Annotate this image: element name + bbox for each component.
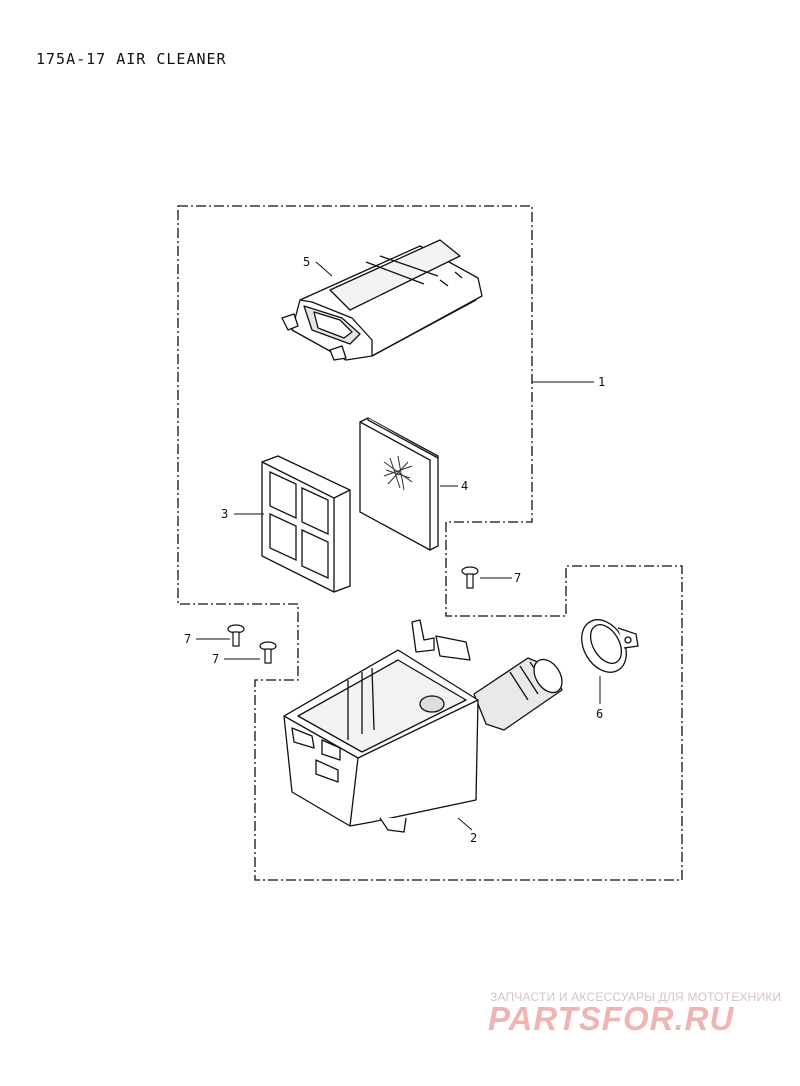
callout-7c: 7 [212,652,219,666]
callout-5: 5 [303,255,310,269]
case-part [283,619,563,833]
bolt-part-c [259,641,277,664]
callout-3: 3 [221,507,228,521]
clamp-part [581,619,639,673]
watermark-tagline: ЗАПЧАСТИ И АКСЕССУАРЫ ДЛЯ МОТОТЕХНИКИ [490,990,782,1004]
callout-7b: 7 [184,632,191,646]
assembly-boundary-upper [177,205,683,881]
leader-line-2 [457,817,473,831]
callout-1: 1 [598,375,605,389]
page-title: 175A-17 AIR CLEANER [36,50,227,68]
filter-sheet-part [359,417,439,551]
callout-6: 6 [596,707,603,721]
callout-4: 4 [461,479,468,493]
bolt-part-a [461,566,479,589]
watermark-brand: PARTSFOR.RU [488,1000,735,1037]
filter-element-part [261,455,351,593]
bolt-part-b [227,624,245,647]
callout-2: 2 [470,831,477,845]
leader-line-5 [315,261,333,277]
callout-7a: 7 [514,571,521,585]
cover-part [281,239,483,361]
